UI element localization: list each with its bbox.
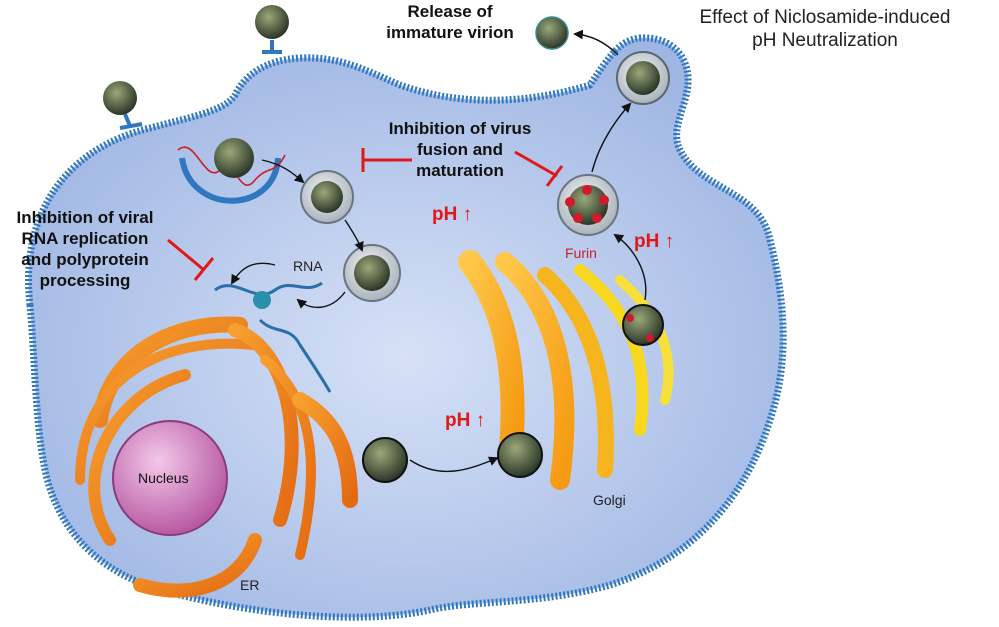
inhibit-rna-line4: processing (39, 271, 131, 290)
ph-up-label-golgi: pH ↑ (634, 231, 675, 252)
er-budding-virion (362, 437, 408, 483)
golgi-virion (497, 432, 543, 478)
rna-label: RNA (293, 258, 323, 274)
endosome-2-virion (354, 255, 390, 291)
rna-strand (214, 281, 323, 296)
extracellular-virion-1 (255, 5, 289, 54)
ph-up-label-er: pH ↑ (445, 410, 486, 431)
release-label-line2: immature virion (386, 23, 514, 42)
budding-virion (626, 61, 660, 95)
furin-dot (592, 213, 602, 223)
inhibit-fusion-bar-right (545, 165, 564, 187)
inhibit-rna-line1: Inhibition of viral (16, 208, 154, 227)
release-label-line1: Release of (407, 2, 493, 21)
endocytic-pit (179, 157, 281, 204)
inhibit-rna-line2: RNA replication (21, 229, 149, 248)
process-arrows (231, 29, 647, 473)
extracellular-virion-2 (103, 81, 143, 130)
furin-dot (582, 185, 592, 195)
ph-up-label-endosome: pH ↑ (432, 204, 473, 225)
inhibit-rna-label: Inhibition of viral RNA replication and … (0, 207, 170, 291)
inhibit-rna-bar (193, 257, 215, 281)
golgi-label: Golgi (593, 492, 626, 508)
figure-title-line1: Effect of Niclosamide-induced (699, 7, 951, 28)
furin-dot (573, 213, 583, 223)
inhibit-rna-line (167, 238, 205, 272)
inhibit-fusion-label: Inhibition of virus fusion and maturatio… (370, 118, 550, 181)
inhibit-fusion-line1: Inhibition of virus (388, 119, 532, 138)
rna-strand-2 (258, 318, 332, 393)
released-virion (535, 16, 569, 50)
nucleus (112, 420, 228, 536)
inhibit-rna-line3: and polyprotein (21, 250, 149, 269)
nucleus-label: Nucleus (138, 470, 189, 486)
endoplasmic-reticulum (75, 316, 358, 598)
furin-label: Furin (565, 245, 597, 261)
er-label: ER (240, 577, 260, 593)
golgi-apparatus (458, 250, 674, 490)
inhibit-fusion-line2: fusion and (417, 140, 503, 159)
entering-virion (214, 138, 254, 178)
figure-title: Effect of Niclosamide-induced pH Neutral… (680, 6, 970, 52)
inhibit-fusion-line3: maturation (416, 161, 504, 180)
figure-title-line2: pH Neutralization (752, 30, 898, 51)
endosome-1-virion (311, 181, 343, 213)
furin-dot (626, 314, 634, 322)
inhibition-symbols (167, 148, 564, 281)
furin-dot (599, 195, 609, 205)
ribosome (253, 291, 271, 309)
furin-dot (565, 197, 575, 207)
release-label: Release of immature virion (375, 1, 525, 43)
furin-dot (646, 334, 654, 342)
golgi-budding-virion (622, 304, 664, 346)
inhibit-fusion-line-right (514, 150, 558, 178)
